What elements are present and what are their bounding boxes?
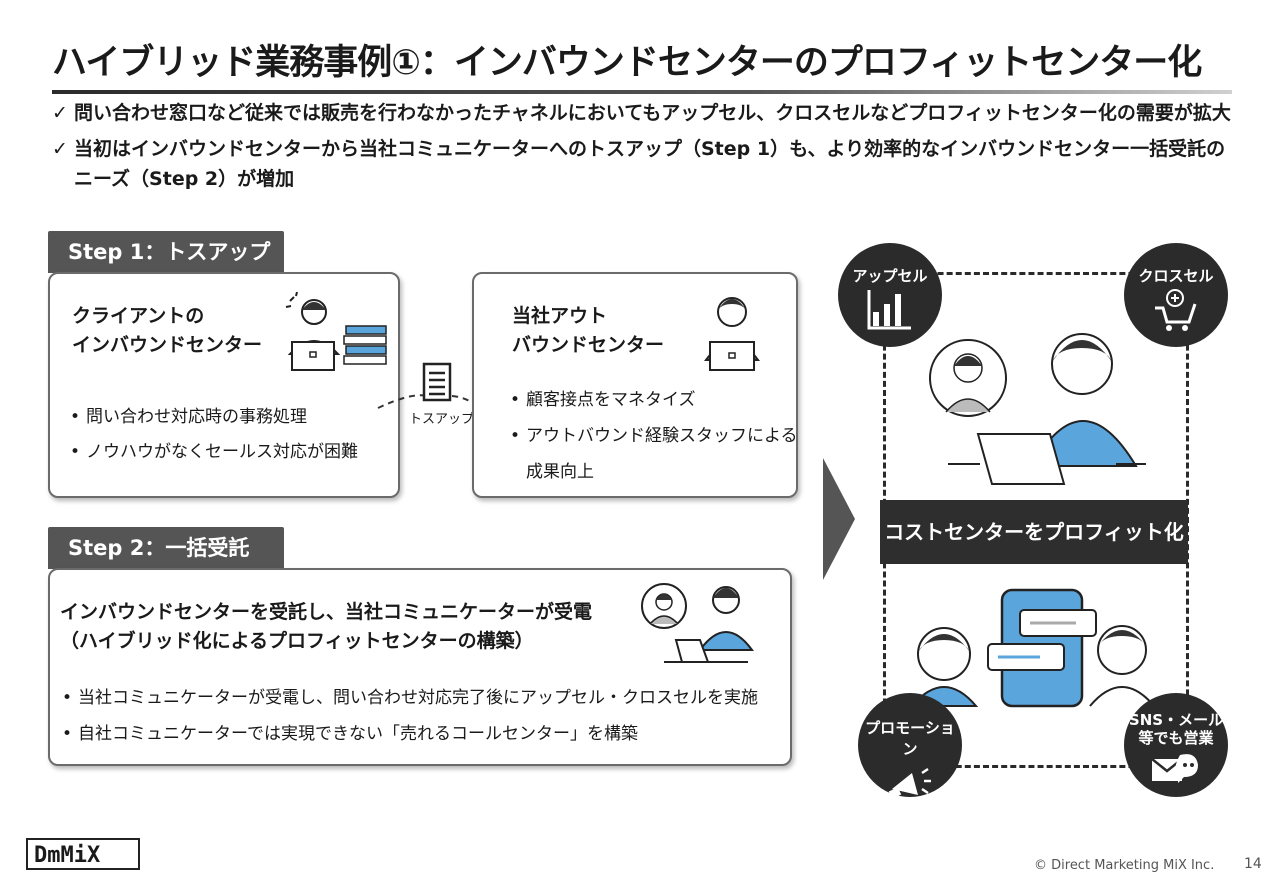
outbound-box-title-line2: バウンドセンター xyxy=(512,334,665,356)
step2-title-line2: （ハイブリッド化によるプロフィットセンターの構築） xyxy=(60,630,534,652)
tossup-label: トスアップ xyxy=(409,412,475,427)
list-item: 問い合わせ対応時の事務処理 xyxy=(62,400,358,435)
document-icon xyxy=(422,362,452,402)
summary-bullet-1: ✓ 問い合わせ窓口など従来では販売を行わなかったチャネルにおいてもアップセル、クロ… xyxy=(52,98,1231,128)
title-divider xyxy=(52,90,1232,94)
company-logo: DmMiX xyxy=(26,838,140,870)
summary-bullet-text: 問い合わせ窓口など従来では販売を行わなかったチャネルにおいてもアップセル、クロス… xyxy=(74,102,1231,124)
upsell-label: アップセル xyxy=(852,267,928,285)
bar-chart-icon xyxy=(867,290,911,330)
sns-mail-label-line1: SNS・メール xyxy=(1128,711,1224,729)
page-number: 14 xyxy=(1244,856,1262,872)
step2-tab: Step 2：一括受託 xyxy=(48,527,284,569)
promotion-label: プロモーション xyxy=(865,719,955,758)
step2-title-line1: インバウンドセンターを受託し、当社コミュニケーターが受電 xyxy=(60,601,593,623)
step2-title: インバウンドセンターを受託し、当社コミュニケーターが受電 （ハイブリッド化による… xyxy=(60,598,592,656)
check-icon: ✓ xyxy=(52,102,68,124)
outbound-box-title-line1: 当社アウト xyxy=(512,305,608,327)
upsell-badge: アップセル xyxy=(838,243,942,347)
megaphone-icon xyxy=(888,767,931,799)
outbound-box-title: 当社アウト バウンドセンター xyxy=(512,302,664,360)
outbound-box-list: 顧客接点をマネタイズ アウトバウンド経験スタッフによる 成果向上 xyxy=(502,382,798,490)
outbound-center-box: 当社アウト バウンドセンター 顧客接点をマネタイズ アウトバウンド経験スタッフに… xyxy=(472,272,798,498)
operator-pair-icon xyxy=(641,583,754,663)
sns-mail-badge: SNS・メール 等でも営業 xyxy=(1124,693,1228,797)
stressed-operator-icon xyxy=(285,292,387,371)
list-item: 自社コミュニケーターでは実現できない「売れるコールセンター」を構築 xyxy=(54,716,758,752)
check-icon: ✓ xyxy=(52,138,68,160)
client-box-title-line2: インバウンドセンター xyxy=(72,334,263,356)
step2-box: インバウンドセンターを受託し、当社コミュニケーターが受電 （ハイブリッド化による… xyxy=(48,568,792,766)
sns-mail-label: SNS・メール 等でも営業 xyxy=(1124,693,1228,747)
summary-bullet-text-cont: ニーズ（Step 2）が増加 xyxy=(74,168,295,190)
sns-mail-label-line2: 等でも営業 xyxy=(1138,729,1214,747)
step2-list: 当社コミュニケーターが受電し、問い合わせ対応完了後にアップセル・クロスセルを実施… xyxy=(54,680,758,752)
copyright: © Direct Marketing MiX Inc. xyxy=(1034,858,1215,873)
page-title: ハイブリッド業務事例①：インバウンドセンターのプロフィットセンター化 xyxy=(52,43,1202,83)
smartphone-sales-illustration xyxy=(909,588,1155,708)
client-box-title-line1: クライアントの xyxy=(72,305,205,327)
list-item: アウトバウンド経験スタッフによる xyxy=(502,418,798,454)
crosssell-label: クロスセル xyxy=(1138,267,1214,285)
step1-tab: Step 1：トスアップ xyxy=(48,231,284,273)
client-box-list: 問い合わせ対応時の事務処理 ノウハウがなくセールス対応が困難 xyxy=(62,400,358,470)
flow-arrow xyxy=(823,458,855,580)
call-center-illustration xyxy=(929,333,1146,485)
client-inbound-box: クライアントの インバウンドセンター 問い合わせ対応時の事務処理 ノウハウがなく… xyxy=(48,272,400,498)
operator-woman-icon xyxy=(704,297,760,371)
list-item: ノウハウがなくセールス対応が困難 xyxy=(62,435,358,470)
crosssell-badge: クロスセル xyxy=(1124,243,1228,347)
client-box-title: クライアントの インバウンドセンター xyxy=(72,302,262,360)
list-item-continuation: 成果向上 xyxy=(526,462,594,482)
cart-plus-icon xyxy=(1155,289,1197,331)
promotion-badge: プロモーション xyxy=(858,693,962,799)
summary-bullet-2: ✓ 当初はインバウンドセンターから当社コミュニケーターへのトスアップ（Step 1… xyxy=(52,134,1225,194)
mail-chat-icon xyxy=(1151,754,1198,783)
list-item: 顧客接点をマネタイズ xyxy=(502,382,798,418)
list-item: 当社コミュニケーターが受電し、問い合わせ対応完了後にアップセル・クロスセルを実施 xyxy=(54,680,758,716)
cost-to-profit-banner: コストセンターをプロフィット化 xyxy=(880,500,1188,564)
summary-bullet-text: 当初はインバウンドセンターから当社コミュニケーターへのトスアップ（Step 1）… xyxy=(74,138,1226,160)
